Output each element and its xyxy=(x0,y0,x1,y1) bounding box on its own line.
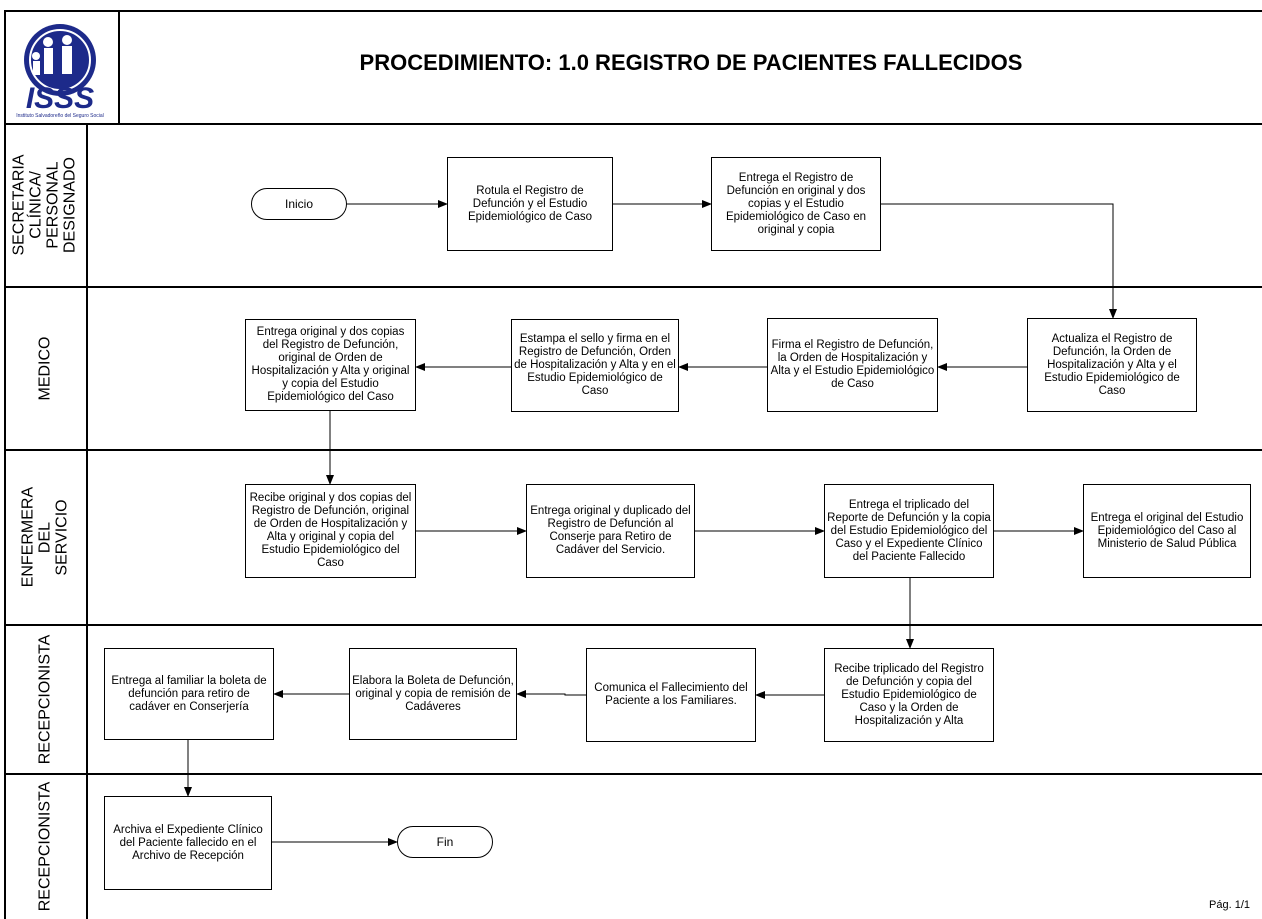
process-actualiza: Actualiza el Registro de Defunción, la O… xyxy=(1027,318,1197,412)
lane-divider-1 xyxy=(4,286,1262,288)
page-title: PROCEDIMIENTO: 1.0 REGISTRO DE PACIENTES… xyxy=(359,50,1023,75)
process-entrega-familiar: Entrega al familiar la boleta de defunci… xyxy=(104,648,274,740)
process-recibe-enfermera: Recibe original y dos copias del Registr… xyxy=(245,484,416,578)
logo-subtitle: Instituto Salvadoreño del Seguro Social xyxy=(16,113,104,119)
start-terminator: Inicio xyxy=(251,188,347,220)
lane-divider-4 xyxy=(4,773,1262,775)
process-entrega-medico: Entrega original y dos copias del Regist… xyxy=(245,319,416,411)
process-estampa: Estampa el sello y firma en el Registro … xyxy=(511,319,679,412)
lane-divider-3 xyxy=(4,624,1262,626)
process-archiva: Archiva el Expediente Clínico del Pacien… xyxy=(104,796,272,890)
process-comunica: Comunica el Fallecimiento del Paciente a… xyxy=(586,648,756,742)
isss-logo: ISSS Instituto Salvadoreño del Seguro So… xyxy=(12,20,112,120)
process-recibe-triplicado: Recibe triplicado del Registro de Defunc… xyxy=(824,648,994,742)
arrow-entrega-actualiza xyxy=(881,203,1117,319)
process-rotula: Rotula el Registro de Defunción y el Est… xyxy=(447,157,613,251)
end-terminator: Fin xyxy=(397,826,493,858)
process-elabora: Elabora la Boleta de Defunción, original… xyxy=(349,648,517,740)
logo-divider xyxy=(118,10,120,124)
logo-wordmark: ISSS xyxy=(26,82,94,115)
lane-divider-2 xyxy=(4,449,1262,451)
header-divider xyxy=(4,123,1262,125)
process-entrega-ministerio: Entrega el original del Estudio Epidemio… xyxy=(1083,484,1251,578)
frame-top xyxy=(4,10,1262,12)
process-entrega-triplicado: Entrega el triplicado del Reporte de Def… xyxy=(824,484,994,578)
frame-left xyxy=(4,10,6,919)
process-entrega-conserje: Entrega original y duplicado del Registr… xyxy=(526,484,695,578)
page-number: Pág. 1/1 xyxy=(1209,899,1250,911)
process-entrega-secretaria: Entrega el Registro de Defunción en orig… xyxy=(711,157,881,251)
arrow-comunica-elabora xyxy=(516,690,586,698)
process-firma: Firma el Registro de Defunción, la Orden… xyxy=(767,318,938,412)
lane-label-divider xyxy=(86,123,88,919)
